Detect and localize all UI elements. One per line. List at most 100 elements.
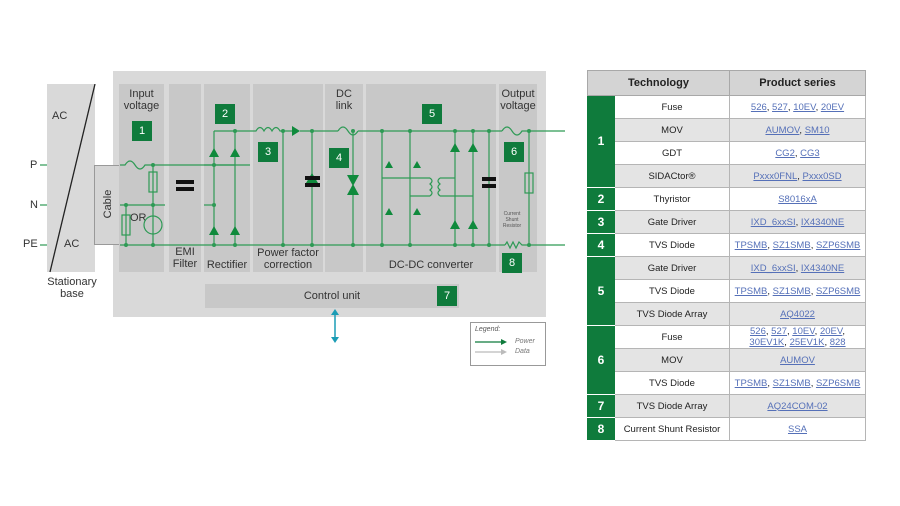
product-link[interactable]: SM10 <box>804 124 830 136</box>
ac-bottom-label: AC <box>64 238 80 250</box>
product-series-cell: AUMOV, SM10 <box>729 118 866 142</box>
header-product-series: Product series <box>729 70 866 96</box>
product-series-cell: SSA <box>729 417 866 441</box>
product-link[interactable]: SZ1SMB <box>772 377 811 389</box>
product-link[interactable]: IX4340NE <box>800 216 845 228</box>
header-technology: Technology <box>587 70 730 96</box>
technology-cell: MOV <box>614 118 730 142</box>
product-link[interactable]: 526 <box>750 326 766 337</box>
section-control-unit <box>205 284 459 308</box>
product-link[interactable]: TPSMB <box>734 377 768 389</box>
product-series-cell: 526, 527, 10EV, 20EV <box>729 95 866 119</box>
product-link[interactable]: SZ1SMB <box>772 285 811 297</box>
technology-cell: TVS Diode Array <box>614 302 730 326</box>
current-shunt-label: Current Shunt Resistor <box>502 211 522 229</box>
section-emi-filter <box>169 84 201 272</box>
product-link[interactable]: SZP6SMB <box>815 377 861 389</box>
product-link[interactable]: CG3 <box>800 147 820 159</box>
input-voltage-label: Input voltage <box>123 88 160 112</box>
legend-title: Legend: <box>475 326 501 333</box>
product-link[interactable]: 10EV <box>792 326 815 337</box>
technology-cell: TVS Diode Array <box>614 394 730 418</box>
terminal-p: P <box>30 159 38 171</box>
badge-1: 1 <box>132 121 152 141</box>
product-link[interactable]: CG2 <box>775 147 795 159</box>
product-link[interactable]: 828 <box>829 337 846 348</box>
product-link[interactable]: AQ4022 <box>780 308 815 320</box>
data-arrow-icon <box>331 309 339 343</box>
badge-4: 4 <box>329 148 349 168</box>
product-link[interactable]: AUMOV <box>780 354 815 366</box>
output-voltage-label: Output voltage <box>500 88 536 112</box>
badge-6: 6 <box>504 142 524 162</box>
stationary-base-label: Stationary base <box>47 276 97 300</box>
power-arrow-icon <box>501 339 507 345</box>
product-link[interactable]: AQ24COM-02 <box>767 400 828 412</box>
product-link[interactable]: Pxxx0FNL <box>753 170 798 182</box>
product-link[interactable]: 527 <box>772 101 788 113</box>
table-row: SIDACtor®Pxxx0FNL, Pxxx0SD <box>588 164 866 188</box>
product-link[interactable]: SZP6SMB <box>815 239 861 251</box>
product-link[interactable]: 526 <box>750 101 767 113</box>
product-link[interactable]: SZP6SMB <box>815 285 861 297</box>
product-link[interactable]: TPSMB <box>734 285 768 297</box>
data-legend-arrow-icon <box>501 349 507 355</box>
product-series-cell: AQ24COM-02 <box>729 394 866 418</box>
product-series-cell: S8016xA <box>729 187 866 211</box>
badge-5: 5 <box>422 104 442 124</box>
product-link[interactable]: TPSMB <box>734 239 768 251</box>
product-link[interactable]: SZ1SMB <box>772 239 811 251</box>
dcdc-label: DC-DC converter <box>388 259 474 271</box>
product-link[interactable]: IXD_6xxSI <box>750 216 796 228</box>
badge-7: 7 <box>437 286 457 306</box>
product-series-cell: IXD_6xxSI, IX4340NE <box>729 256 866 280</box>
row-group-number: 1 <box>587 95 615 188</box>
technology-cell: TVS Diode <box>614 371 730 395</box>
product-link[interactable]: IX4340NE <box>800 262 845 274</box>
product-link[interactable]: 20EV <box>820 101 845 113</box>
row-group-number: 8 <box>587 417 615 441</box>
or-label: OR <box>130 212 147 224</box>
product-link[interactable]: S8016xA <box>778 193 817 205</box>
pfc-label: Power factor correction <box>257 247 319 271</box>
product-link[interactable]: SSA <box>787 423 807 435</box>
product-link[interactable]: 20EV <box>819 326 843 337</box>
legend: Legend: Power Data <box>470 322 546 366</box>
product-link[interactable]: IXD_6xxSI <box>750 262 796 274</box>
terminal-n: N <box>30 199 38 211</box>
product-link[interactable]: 10EV <box>793 101 816 113</box>
terminal-pe: PE <box>23 238 38 250</box>
product-link[interactable]: AUMOV <box>765 124 800 136</box>
product-link[interactable]: 527 <box>771 326 788 337</box>
product-series-cell: TPSMB, SZ1SMB, SZP6SMB <box>729 371 866 395</box>
ac-top-label: AC <box>52 110 68 122</box>
product-link[interactable]: Pxxx0SD <box>802 170 842 182</box>
badge-3: 3 <box>258 142 278 162</box>
product-series-cell: Pxxx0FNL, Pxxx0SD <box>729 164 866 188</box>
technology-cell: Fuse <box>614 325 730 349</box>
row-group-number: 6 <box>587 325 615 395</box>
technology-cell: TVS Diode <box>614 233 730 257</box>
product-link[interactable]: 30EV1K <box>749 337 785 348</box>
product-series-cell: IXD_6xxSI, IX4340NE <box>729 210 866 234</box>
row-group-number: 5 <box>587 256 615 326</box>
dc-link-label: DC link <box>335 88 353 112</box>
product-link[interactable]: 25EV1K <box>789 337 825 348</box>
legend-data: Data <box>515 348 530 355</box>
section-output-voltage <box>499 84 537 272</box>
technology-cell: Current Shunt Resistor <box>614 417 730 441</box>
control-unit-label: Control unit <box>303 290 361 302</box>
technology-cell: Gate Driver <box>614 256 730 280</box>
